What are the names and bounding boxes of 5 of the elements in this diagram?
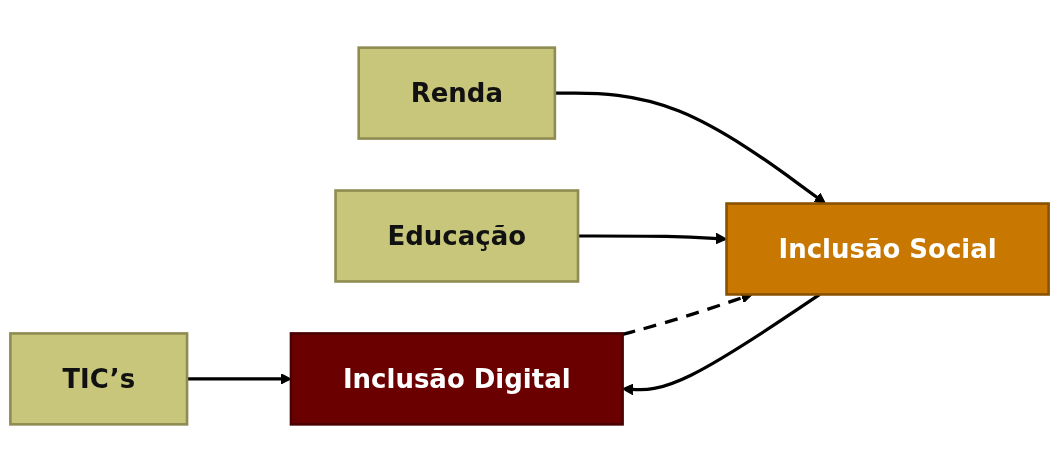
- node-box: Inclusão Digital: [289, 332, 624, 426]
- node-box: Educação: [334, 189, 580, 283]
- node-box: Inclusão Social: [725, 202, 1050, 296]
- node-box: Renda: [357, 46, 557, 140]
- node-box: TIC’s: [9, 332, 189, 426]
